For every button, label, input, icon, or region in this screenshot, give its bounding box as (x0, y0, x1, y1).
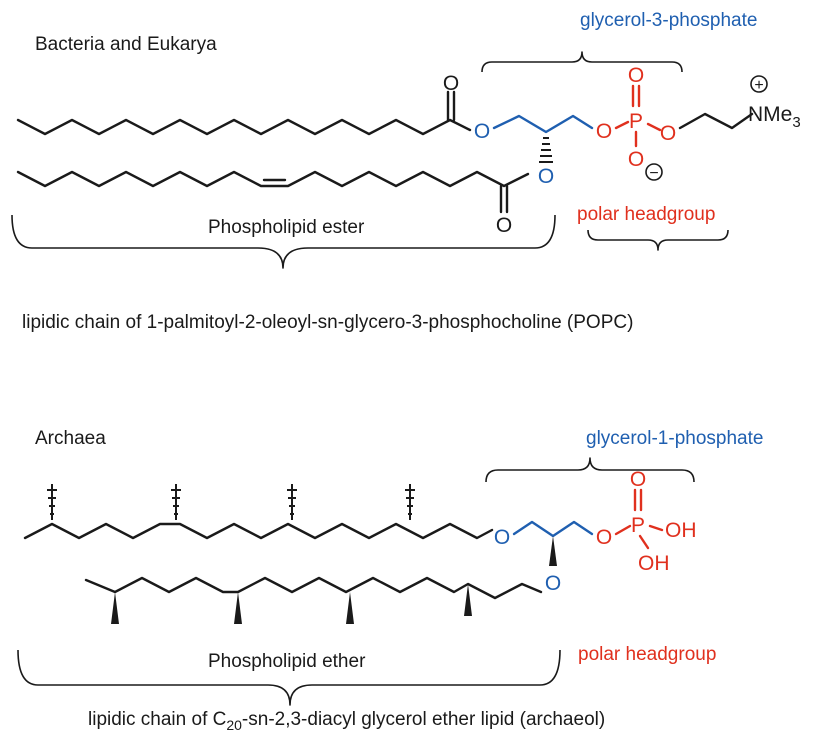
p-o-bond-top (614, 120, 630, 130)
bottom-chain-brace (17, 649, 561, 706)
phytanyl-chain-2 (84, 576, 543, 600)
stereo-hash-bond-top (539, 137, 553, 163)
hash-methyls-chain-1 (51, 484, 411, 520)
bottom-lipid-type-label: Phospholipid ether (208, 651, 366, 672)
top-glycerol-brace (481, 51, 683, 73)
choline-nitrogen: NMe3 (748, 103, 801, 131)
top-lipid-type-label: Phospholipid ester (208, 217, 365, 238)
ester-o-2: O (538, 165, 554, 188)
p-o-right-bond (646, 122, 662, 132)
phosphate-o-top-bottom: O (630, 468, 646, 491)
hash-ticks-chain-1 (47, 489, 415, 515)
oleoyl-chain (16, 170, 530, 188)
phosphate-p-top: P (629, 110, 643, 133)
ester-carbonyl-o-1: O (443, 72, 459, 95)
hydroxyl-2: OH (638, 552, 670, 575)
glycerol-backbone-top (492, 114, 594, 134)
minus-charge-circle (645, 163, 663, 181)
choline-chain (678, 112, 754, 130)
phosphate-o-link-top: O (596, 120, 612, 143)
ether-o-1: O (494, 526, 510, 549)
ester-carbonyl-o-2: O (496, 214, 512, 237)
ester-o-1: O (474, 120, 490, 143)
top-domain-label: Bacteria and Eukarya (35, 34, 217, 55)
p-o-bond-bottom (614, 524, 632, 536)
top-headgroup-brace (587, 229, 729, 251)
p-oh-bond-1 (648, 524, 664, 532)
bottom-headgroup-label: polar headgroup (578, 644, 716, 665)
phytanyl-chain-1 (23, 522, 494, 540)
top-caption: lipidic chain of 1-palmitoyl-2-oleoyl-sn… (22, 312, 633, 333)
phosphate-o-link-bottom: O (596, 526, 612, 549)
ether-o-2: O (545, 572, 561, 595)
glycerol-backbone-bottom (512, 520, 594, 538)
palmitoyl-chain (16, 118, 472, 136)
stereo-wedge-bond-bottom (549, 536, 557, 566)
hydroxyl-1: OH (665, 519, 697, 542)
wedge-methyls-chain-2 (111, 584, 472, 624)
bottom-caption: lipidic chain of C20-sn-2,3-diacyl glyce… (88, 709, 605, 733)
phosphate-o-bottom: O (628, 148, 644, 171)
top-chain-brace (11, 214, 556, 269)
plus-charge-sign: + (754, 77, 763, 94)
p-oh-bond-2 (638, 534, 650, 550)
bottom-glycerol-brace (485, 457, 695, 483)
top-glycerol-label: glycerol-3-phosphate (580, 10, 757, 31)
plus-charge-circle (750, 75, 768, 93)
bottom-glycerol-label: glycerol-1-phosphate (586, 428, 763, 449)
phosphate-o-top: O (628, 64, 644, 87)
minus-charge-sign: − (649, 165, 658, 182)
phosphate-o-right: O (660, 122, 676, 145)
phosphate-p-bottom: P (631, 514, 645, 537)
top-headgroup-label: polar headgroup (577, 204, 715, 225)
bottom-domain-label: Archaea (35, 428, 106, 449)
